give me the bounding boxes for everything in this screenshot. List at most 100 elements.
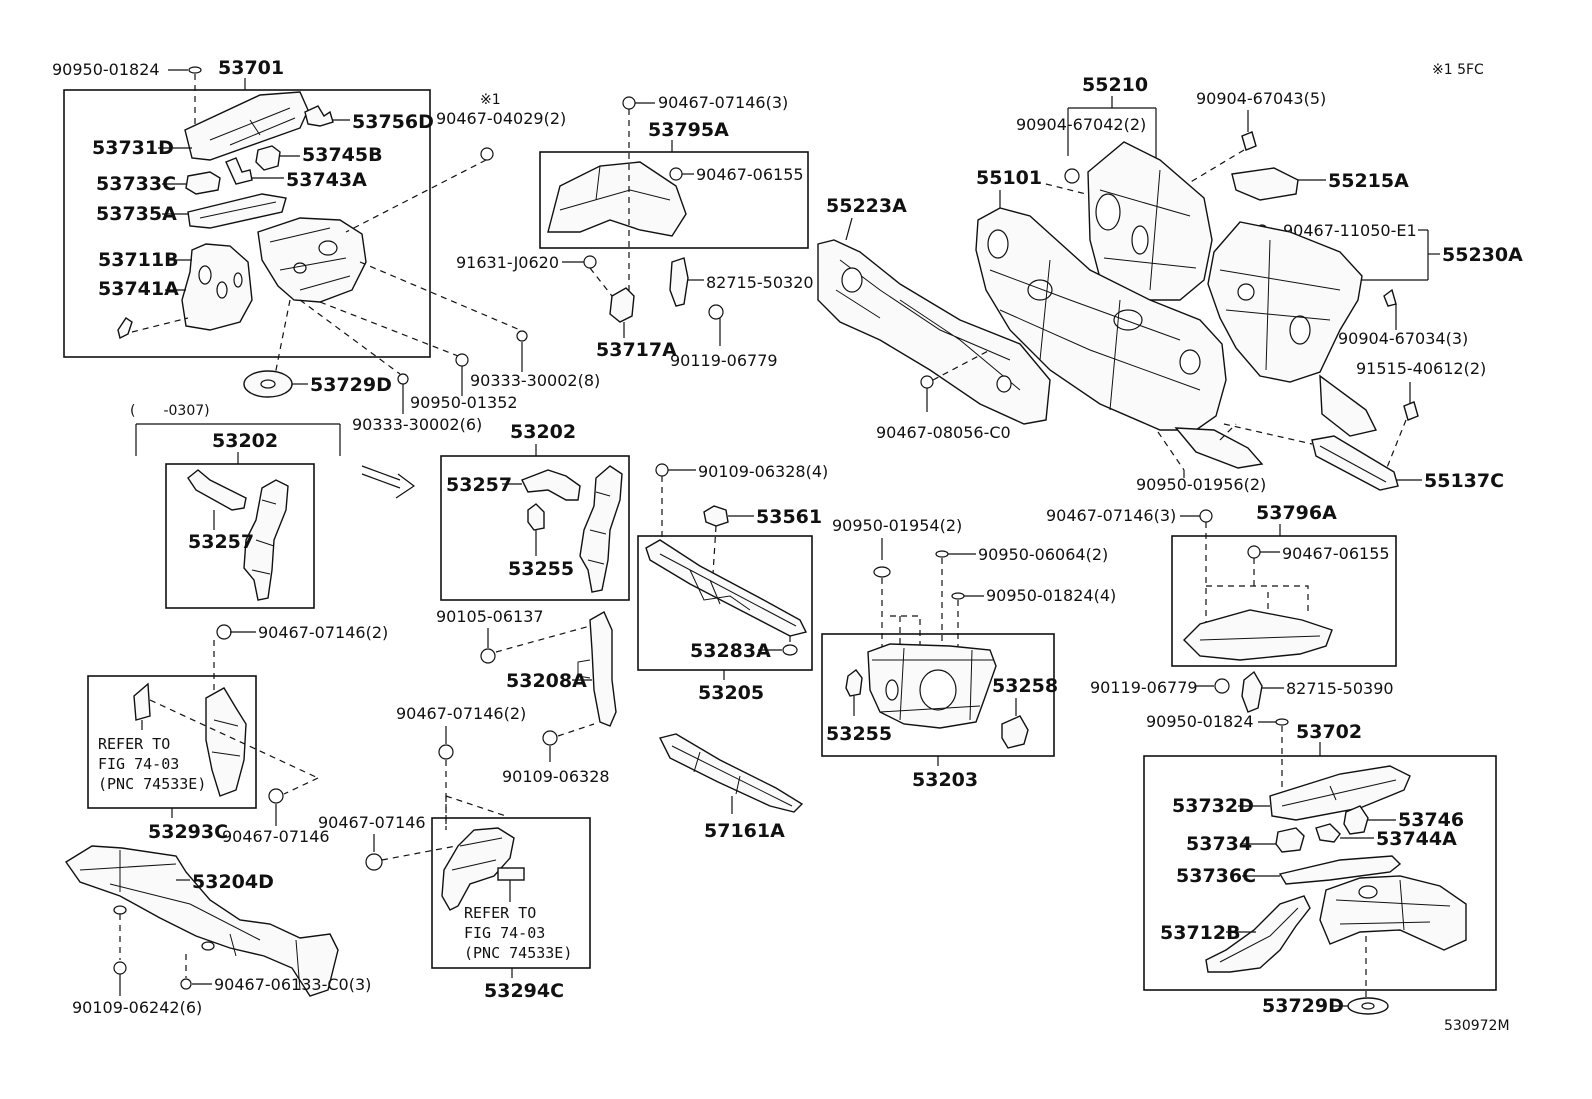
part-53561[interactable] [703, 505, 729, 527]
label-53743A[interactable]: 53743A [286, 169, 367, 191]
label-53293C[interactable]: 53293C [148, 821, 228, 843]
part-53255-mid[interactable] [527, 503, 545, 531]
part-90904-67043[interactable] [1241, 131, 1257, 151]
part-55230A-lower[interactable] [1319, 374, 1378, 437]
label-90467-07146-2-mid[interactable]: 90467-07146(2) [396, 704, 526, 723]
label-53294C[interactable]: 53294C [484, 980, 564, 1002]
label-90109-06242[interactable]: 90109-06242(6) [72, 998, 202, 1017]
label-53744A[interactable]: 53744A [1376, 828, 1457, 850]
label-53205[interactable]: 53205 [698, 682, 764, 704]
label-90950-01824-top[interactable]: 90950-01824 [52, 60, 160, 79]
label-53701[interactable]: 53701 [218, 57, 284, 79]
label-55210[interactable]: 55210 [1082, 74, 1148, 96]
part-53746[interactable] [1343, 805, 1369, 835]
part-57161A[interactable] [658, 733, 804, 813]
part-53712B[interactable] [1205, 895, 1311, 973]
label-53711B[interactable]: 53711B [98, 249, 179, 271]
label-90950-01956[interactable]: 90950-01956(2) [1136, 475, 1266, 494]
part-53717A[interactable] [609, 287, 635, 323]
part-53733C[interactable] [185, 171, 221, 195]
label-90119-06779-top[interactable]: 90119-06779 [670, 351, 778, 370]
label-53734[interactable]: 53734 [1186, 833, 1252, 855]
label-90950-01824-4[interactable]: 90950-01824(4) [986, 586, 1116, 605]
label-90467-08056[interactable]: 90467-08056-C0 [876, 423, 1011, 442]
part-53743A[interactable] [225, 157, 253, 185]
part-53293C[interactable] [205, 687, 247, 797]
label-53732D[interactable]: 53732D [1172, 795, 1254, 817]
label-90467-07146-2-left[interactable]: 90467-07146(2) [258, 623, 388, 642]
part-53208A[interactable] [589, 611, 617, 727]
label-55137C[interactable]: 55137C [1424, 470, 1504, 492]
label-53203[interactable]: 53203 [912, 769, 978, 791]
label-53733C[interactable]: 53733C [96, 173, 176, 195]
label-90904-67034[interactable]: 90904-67034(3) [1338, 329, 1468, 348]
label-91631-J0620[interactable]: 91631-J0620 [456, 253, 559, 272]
label-90467-07146-mid[interactable]: 90467-07146 [318, 813, 426, 832]
label-53712B[interactable]: 53712B [1160, 922, 1241, 944]
part-53205[interactable] [645, 539, 808, 637]
part-53756D[interactable] [304, 105, 334, 127]
label-90467-06133[interactable]: 90467-06133-C0(3) [214, 975, 371, 994]
label-53796A[interactable]: 53796A [1256, 502, 1337, 524]
label-55101[interactable]: 55101 [976, 167, 1042, 189]
part-53744A[interactable] [1315, 823, 1341, 843]
label-53746[interactable]: 53746 [1398, 809, 1464, 831]
part-53795A[interactable] [547, 161, 687, 237]
part-53294C[interactable] [441, 827, 515, 911]
label-90467-06155-right[interactable]: 90467-06155 [1282, 544, 1390, 563]
label-53202-mid[interactable]: 53202 [510, 421, 576, 443]
label-90950-01954[interactable]: 90950-01954(2) [832, 516, 962, 535]
label-90467-07146-3-top[interactable]: 90467-07146(3) [658, 93, 788, 112]
part-55210[interactable] [1087, 141, 1213, 301]
label-53202-left[interactable]: 53202 [212, 430, 278, 452]
label-90467-07146-3-right[interactable]: 90467-07146(3) [1046, 506, 1176, 525]
part-53202-left[interactable] [243, 479, 289, 601]
label-53756D[interactable]: 53756D [352, 111, 434, 133]
label-55230A[interactable]: 55230A [1442, 244, 1523, 266]
label-53795A[interactable]: 53795A [648, 119, 729, 141]
label-90950-01352[interactable]: 90950-01352 [410, 393, 518, 412]
part-55215A[interactable] [1231, 167, 1299, 201]
label-55215A[interactable]: 55215A [1328, 170, 1409, 192]
part-90904-67034[interactable] [1383, 288, 1397, 307]
part-82715-50320[interactable] [669, 257, 689, 307]
part-55223A[interactable] [817, 239, 1051, 425]
part-53257-mid[interactable] [521, 469, 581, 501]
label-53258[interactable]: 53258 [992, 675, 1058, 697]
label-82715-50320[interactable]: 82715-50320 [706, 273, 814, 292]
label-90105-06137[interactable]: 90105-06137 [436, 607, 544, 626]
part-53745B[interactable] [255, 145, 281, 171]
label-53729D-right[interactable]: 53729D [1262, 995, 1344, 1017]
label-90950-06064[interactable]: 90950-06064(2) [978, 545, 1108, 564]
label-90467-04029[interactable]: 90467-04029(2) [436, 109, 566, 128]
part-53204D[interactable] [65, 845, 339, 997]
part-53202-mid[interactable] [579, 465, 623, 593]
label-53729D-top[interactable]: 53729D [310, 374, 392, 396]
label-55223A[interactable]: 55223A [826, 195, 907, 217]
label-90109-06328-4[interactable]: 90109-06328(4) [698, 462, 828, 481]
label-53204D[interactable]: 53204D [192, 871, 274, 893]
label-53208A[interactable]: 53208A [506, 670, 587, 692]
label-90333-30002-6[interactable]: 90333-30002(6) [352, 415, 482, 434]
label-82715-50390[interactable]: 82715-50390 [1286, 679, 1394, 698]
label-57161A[interactable]: 57161A [704, 820, 785, 842]
label-90333-30002-8[interactable]: 90333-30002(8) [470, 371, 600, 390]
label-53257-mid[interactable]: 53257 [446, 474, 512, 496]
part-53734[interactable] [1275, 827, 1305, 853]
label-53257-left[interactable]: 53257 [188, 531, 254, 553]
part-53735A[interactable] [187, 193, 287, 229]
label-53745B[interactable]: 53745B [302, 144, 383, 166]
label-53736C[interactable]: 53736C [1176, 865, 1256, 887]
part-53702-body[interactable] [1319, 875, 1467, 951]
label-90950-01824-right[interactable]: 90950-01824 [1146, 712, 1254, 731]
label-90467-11050[interactable]: 90467-11050-E1 [1283, 221, 1417, 240]
label-53255-mid[interactable]: 53255 [508, 558, 574, 580]
label-53735A[interactable]: 53735A [96, 203, 177, 225]
part-55101[interactable] [975, 207, 1227, 431]
part-55101-lower[interactable] [1174, 427, 1264, 469]
label-53255-203[interactable]: 53255 [826, 723, 892, 745]
label-53731D[interactable]: 53731D [92, 137, 174, 159]
part-53731D[interactable] [184, 91, 309, 161]
label-53283A[interactable]: 53283A [690, 640, 771, 662]
part-53736C[interactable] [1278, 855, 1402, 885]
